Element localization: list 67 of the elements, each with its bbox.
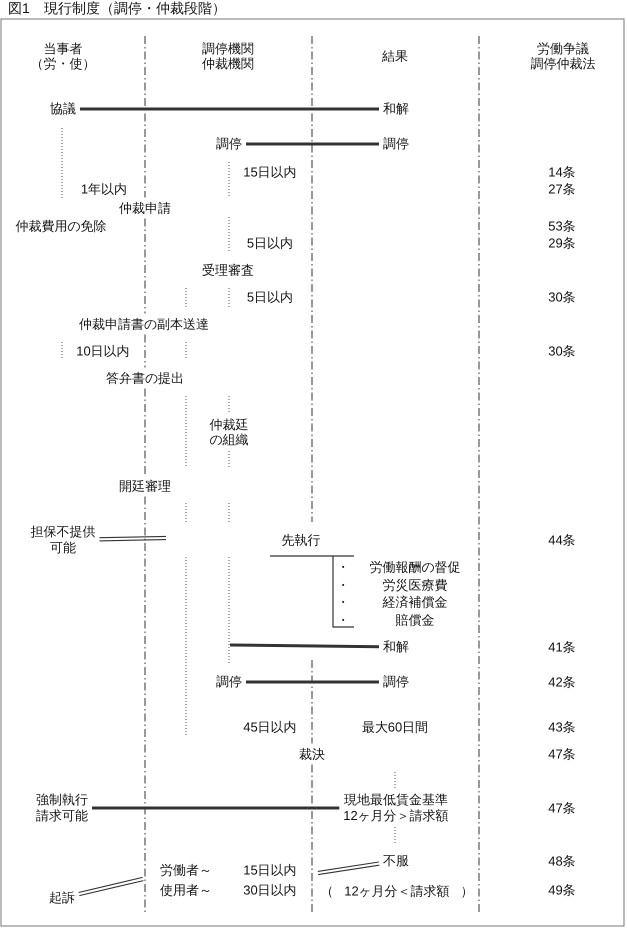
condition-note: 現地最低賃金基準12ヶ月分＞請求額 [342,792,450,824]
column-header: 労働争議調停仲裁法 [530,41,596,71]
result-label: 調停 [382,136,410,152]
procedure-step: 仲裁申請 [119,200,171,216]
article-number: 53条 [548,218,576,234]
procedure-step: 協議 [49,101,77,117]
procedure-step: 裁決 [299,746,325,762]
procedure-step: 答弁書の提出 [106,370,184,386]
connector-line [246,142,379,146]
article-number: 49条 [548,882,576,898]
result-label: 和解 [382,101,410,117]
double-connector-line [78,876,144,896]
article-number: 29条 [548,236,576,250]
connector-line [230,644,380,648]
article-number: 30条 [548,290,576,304]
procedure-step: 仲裁廷の組織 [210,417,248,447]
article-number: 47条 [548,800,576,816]
procedure-step: 調停 [215,674,243,690]
list-item: 賠償金 [396,612,434,628]
procedure-step: 起訴 [48,890,76,906]
procedure-step: 開廷審理 [119,478,171,494]
article-number: 47条 [548,746,576,762]
time-limit-label: 1年以内 [80,182,128,196]
connector-line [92,806,340,810]
time-limit-label: 最大60日間 [362,720,428,734]
article-number: 42条 [548,674,576,690]
double-connector-line [98,536,167,542]
column-header: 調停機関仲裁機関 [202,41,254,71]
party-label: 使用者～ [160,882,212,898]
time-limit-label: 5日以内 [246,236,294,250]
procedure-step: 受理審査 [202,262,254,278]
list-bullet: ・ [336,560,350,574]
column-header: 当事者（労・使） [30,41,96,71]
list-item: 労災医療費 [382,578,448,592]
list-bullet: ・ [336,612,350,628]
list-item: 労働報酬の督促 [370,560,460,574]
procedure-note: 仲裁費用の免除 [16,218,106,234]
condition-note: （ 12ヶ月分＜請求額 ） [320,884,474,898]
article-number: 14条 [548,164,576,180]
result-label: 調停 [382,674,410,690]
column-header: 結果 [382,48,408,64]
article-number: 43条 [548,720,576,734]
time-limit-label: 5日以内 [246,290,294,304]
procedure-step: 仲裁申請書の副本送達 [79,316,209,332]
time-limit-label: 30日以内 [243,882,297,898]
time-limit-label: 10日以内 [76,344,130,358]
procedure-step: 調停 [215,136,243,152]
connector-line [80,108,379,110]
figure-title: 図1 現行制度（調停・仲裁段階） [8,0,226,17]
article-number: 44条 [548,532,576,548]
article-number: 41条 [548,640,576,654]
time-limit-label: 15日以内 [243,164,297,180]
party-label: 労働者～ [160,862,212,878]
connector-line [246,680,379,684]
procedure-step: 先執行 [282,532,320,548]
list-bullet: ・ [336,578,350,592]
time-limit-label: 45日以内 [243,720,297,734]
condition-note: 強制執行請求可能 [35,792,89,824]
result-label: 不服 [382,853,410,869]
time-limit-label: 15日以内 [243,862,297,878]
list-bullet: ・ [336,594,350,610]
result-label: 和解 [382,639,410,655]
article-number: 30条 [548,344,576,358]
article-number: 27条 [548,182,576,196]
article-number: 48条 [548,854,576,868]
double-connector-line [317,861,380,876]
condition-note: 担保不提供可能 [30,524,96,556]
